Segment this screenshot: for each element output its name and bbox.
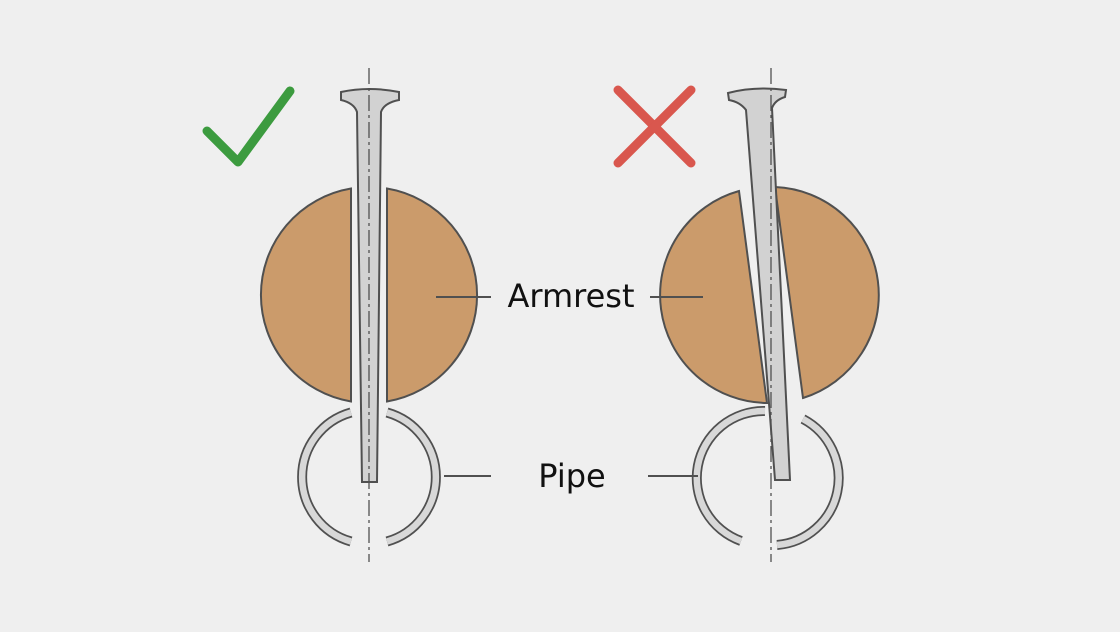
armrest-right-half xyxy=(386,187,479,403)
correct-assembly xyxy=(202,68,479,562)
nail xyxy=(340,88,400,483)
armrest-left-half xyxy=(259,187,352,403)
armrest-label: Armrest xyxy=(507,277,634,315)
armrest-left-piece xyxy=(659,189,769,405)
nail-tilted xyxy=(726,87,792,481)
pipe-ring xyxy=(297,407,441,547)
pipe-label: Pipe xyxy=(538,457,605,495)
pipe-ring xyxy=(691,405,844,550)
leader-lines xyxy=(436,296,703,477)
incorrect-assembly xyxy=(613,68,880,562)
cross-icon xyxy=(613,85,696,168)
armrest-right-piece xyxy=(773,185,880,400)
check-icon xyxy=(202,86,295,167)
